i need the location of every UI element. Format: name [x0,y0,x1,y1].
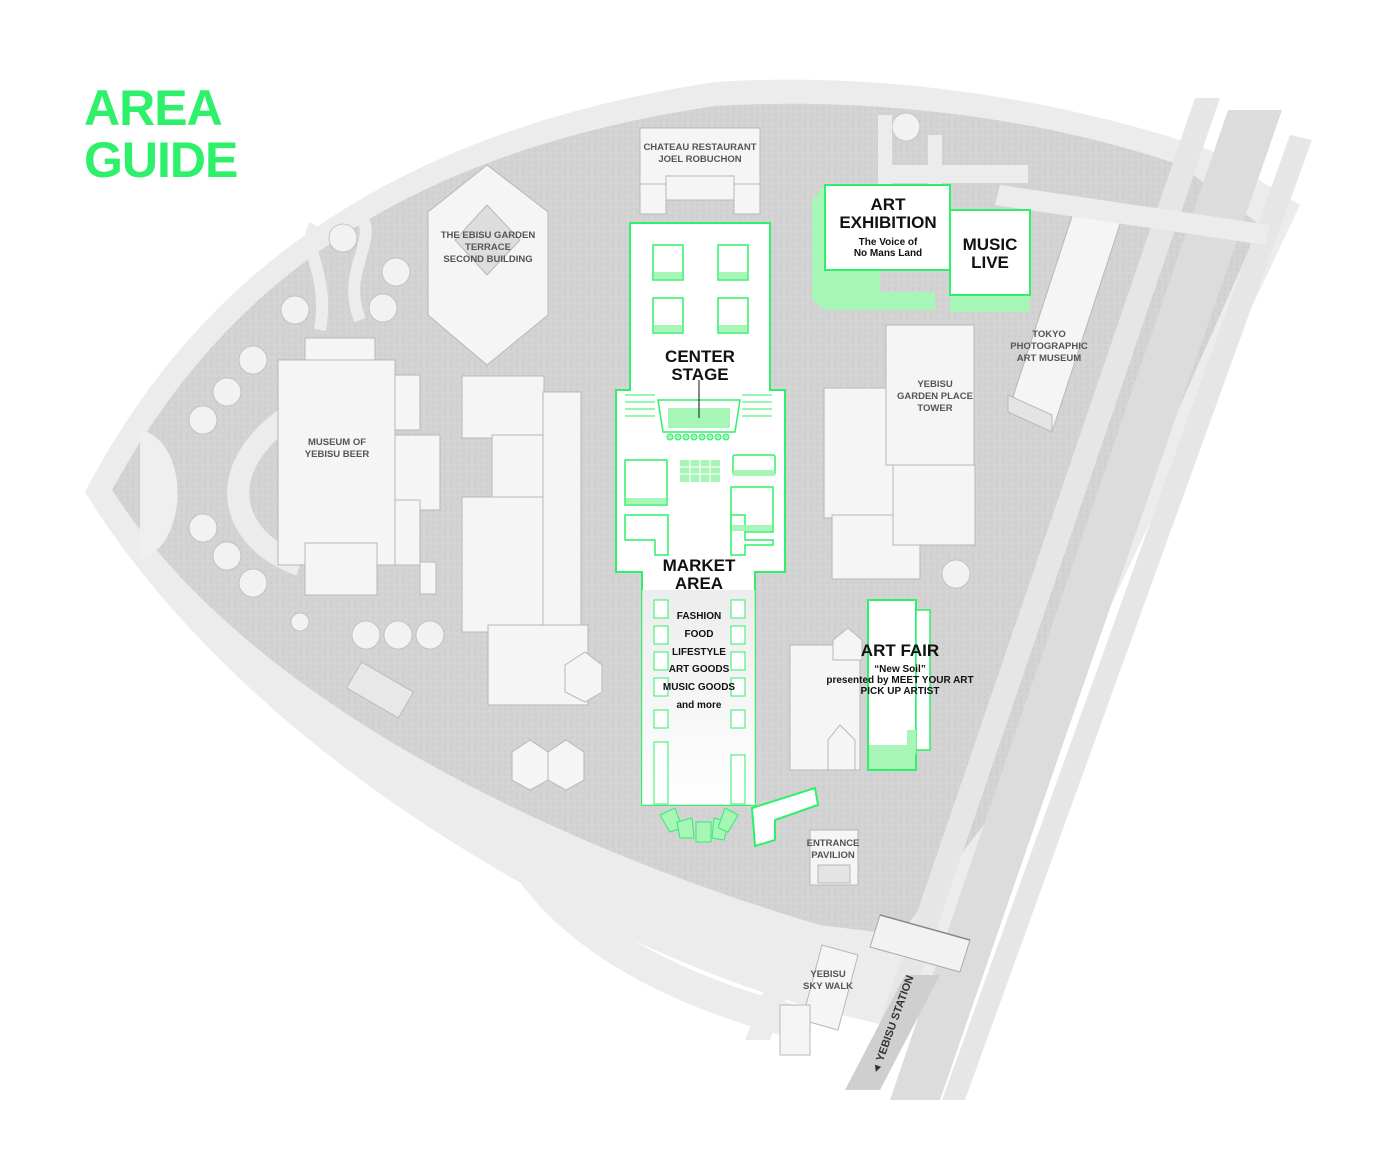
music-live-title-2: LIVE [971,253,1009,272]
page-title: AREA GUIDE [84,80,238,188]
entrance-label-1: ENTRANCE [807,838,860,849]
beer-museum-label-1: MUSEUM OF [308,437,366,448]
art-exhibition-sub-1: The Voice of [859,237,918,248]
center-stage-title-2: STAGE [671,365,728,384]
skywalk-label-1: YEBISU [810,969,846,980]
skywalk-label-2: SKY WALK [803,981,853,992]
art-exhibition-sub-2: No Mans Land [854,248,922,259]
art-fair-sub-3: PICK UP ARTIST [861,686,940,697]
title-line-1: AREA [84,80,223,136]
middle-left-buildings [461,375,603,791]
terrace-label-1: THE EBISU GARDEN [441,230,536,241]
right-center-buildings [789,324,976,771]
curved-path [227,405,305,576]
tower-label-2: GARDEN PLACE [897,391,973,402]
art-exhibition-title-2: EXHIBITION [839,213,936,232]
market-title-2: AREA [675,574,723,593]
art-fair-title: ART FAIR [861,641,939,660]
beer-museum-building [277,337,441,596]
tower-label-1: YEBISU [917,379,953,390]
market-item-lifestyle: LIFESTYLE [672,647,726,658]
winding-path [304,211,372,331]
photo-museum-label-3: ART MUSEUM [1017,353,1081,364]
skywalk-building [779,944,859,1056]
art-exhibition-title-1: ART [871,195,907,214]
terrace-building [427,164,549,366]
trees [188,112,971,650]
station-strip [845,975,940,1090]
market-item-fashion: FASHION [677,611,721,622]
entrance-gate [750,786,820,848]
market-item-more: and more [676,700,721,711]
small-plaza [345,661,415,719]
photo-museum-building [1007,197,1123,433]
tower-label-3: TOWER [917,403,952,414]
market-title-1: MARKET [663,556,736,575]
market-item-art-goods: ART GOODS [669,664,730,675]
photo-museum-label-1: TOKYO [1032,329,1066,340]
photo-museum-label-2: PHOTOGRAPHIC [1010,341,1088,352]
art-fair-building [867,599,931,771]
chateau-building [639,127,761,215]
art-exhibition-building [812,184,951,310]
center-market-complex [615,222,786,843]
music-live-building [949,209,1031,312]
entrance-label-2: PAVILION [811,850,855,861]
chateau-label-2: JOEL ROBUCHON [658,154,741,165]
market-item-music-goods: MUSIC GOODS [663,682,736,693]
music-live-title-1: MUSIC [963,235,1018,254]
art-fair-sub-2: presented by MEET YOUR ART [826,675,973,686]
railway [860,98,1312,1100]
market-item-food: FOOD [685,629,714,640]
skywalk-path [745,925,815,1040]
station-bridge [869,914,971,973]
terrace-label-3: SECOND BUILDING [443,254,532,265]
chateau-label-1: CHATEAU RESTAURANT [643,142,756,153]
upper-right-paths [878,115,1270,245]
art-fair-sub-1: “New Soil” [874,664,926,675]
entrance-pavilion-building [809,829,859,886]
beer-museum-label-2: YEBISU BEER [305,449,370,460]
center-stage-title-1: CENTER [665,347,735,366]
terrace-label-2: TERRACE [465,242,511,253]
half-circle [140,430,178,560]
title-line-2: GUIDE [84,132,238,188]
